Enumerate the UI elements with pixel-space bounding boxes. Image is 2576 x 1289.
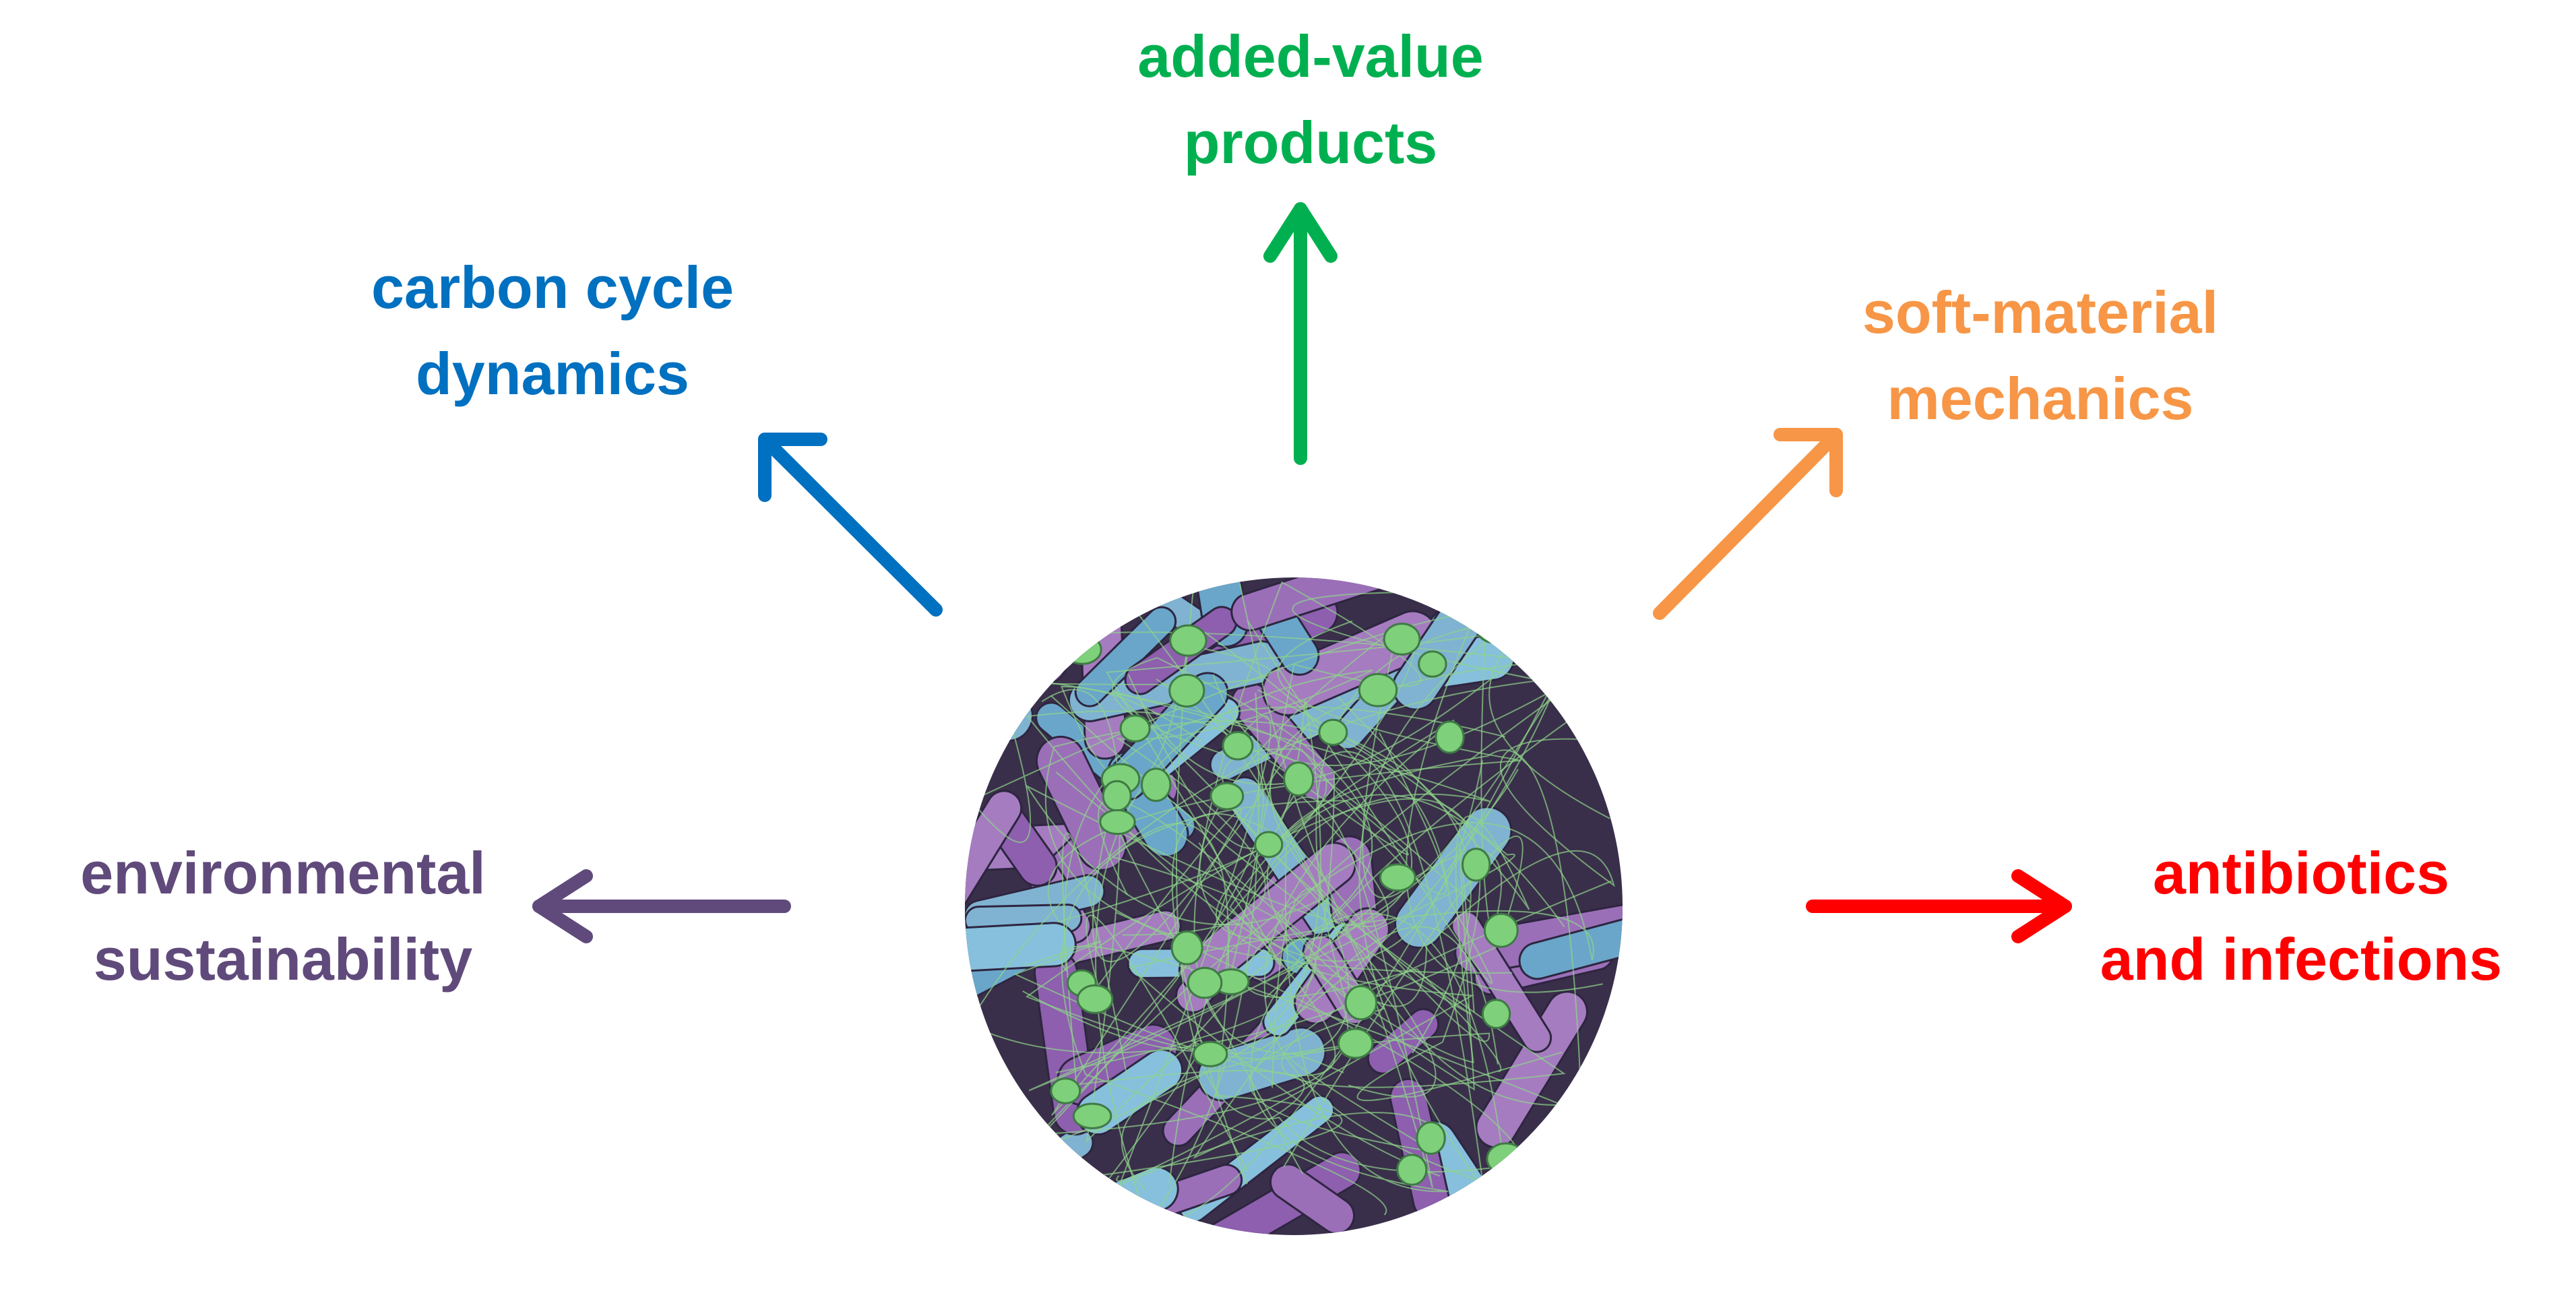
filament	[1092, 722, 1472, 1174]
coccus	[1168, 673, 1205, 708]
arrow-added-value	[1263, 202, 1338, 465]
coccus	[1481, 999, 1511, 1030]
bacterium-rod	[965, 790, 1023, 957]
coccus	[1461, 848, 1491, 882]
filament	[1203, 631, 1571, 1209]
label-antibiotics-and-infections: antibiotics and infections	[2100, 830, 2503, 1003]
coccus	[1254, 831, 1284, 858]
filament	[1013, 794, 1565, 1076]
label-line: carbon cycle	[371, 254, 734, 321]
label-line: and infections	[2100, 926, 2503, 993]
filament	[970, 605, 1610, 843]
bacterium-rod	[965, 1127, 1094, 1235]
coccus	[1119, 714, 1151, 743]
coccus	[1383, 623, 1421, 656]
coccus	[1476, 617, 1513, 644]
coccus	[1318, 718, 1348, 746]
coccus	[1435, 720, 1465, 754]
label-line: added-value	[1137, 23, 1484, 90]
filament	[1028, 689, 1519, 1092]
filament	[1121, 813, 1490, 1191]
filament	[1250, 591, 1609, 1193]
coccus	[1418, 650, 1447, 678]
coccus	[1483, 912, 1519, 948]
coccus	[1337, 1028, 1374, 1059]
bacterium-rod	[1269, 1163, 1356, 1234]
filament	[1266, 749, 1581, 1091]
coccus	[1140, 767, 1172, 803]
filament	[1026, 710, 1484, 1135]
biofilm-image	[965, 577, 1623, 1235]
coccus	[1050, 1077, 1081, 1104]
coccus	[1416, 1121, 1446, 1155]
coccus	[1169, 624, 1207, 657]
filament	[1031, 823, 1343, 1185]
filament	[967, 674, 1585, 1168]
label-added-value-products: added-value products	[1137, 13, 1483, 186]
bacterium-rod	[973, 1133, 1059, 1235]
filament	[1060, 584, 1563, 1106]
filament	[1222, 732, 1612, 1088]
coccus	[1396, 1154, 1428, 1186]
arrow-soft-material	[1653, 428, 1843, 620]
arrow-environmental	[532, 869, 791, 943]
label-line: soft-material	[1862, 279, 2219, 346]
coccus	[1099, 809, 1136, 836]
coccus	[1062, 634, 1102, 665]
coccus	[1358, 672, 1398, 708]
bacterium-rod	[1031, 577, 1119, 631]
label-soft-material-mechanics: soft-material mechanics	[1862, 270, 2218, 442]
label-environmental-sustainability: environmental sustainability	[80, 830, 485, 1003]
arrow-antibiotics	[1806, 869, 2072, 943]
label-line: environmental	[80, 840, 486, 906]
filament	[1034, 620, 1521, 922]
filament	[1212, 651, 1619, 1073]
bacterium-rod	[965, 922, 1077, 975]
bacterium-rod	[1230, 577, 1422, 632]
filament	[1051, 638, 1414, 1172]
coccus	[1072, 1102, 1112, 1129]
bacterium-rod	[965, 1143, 1032, 1235]
coccus	[1210, 782, 1245, 811]
coccus	[1076, 984, 1114, 1014]
label-line: mechanics	[1887, 365, 2194, 432]
label-line: dynamics	[416, 340, 689, 407]
filament	[1116, 586, 1617, 1182]
bacterium-rod	[1475, 991, 1588, 1149]
label-line: antibiotics	[2152, 840, 2450, 906]
filament	[1041, 689, 1430, 1196]
bacterium-rod	[1480, 1167, 1619, 1235]
coccus	[1102, 780, 1132, 812]
filament	[1271, 751, 1485, 1192]
filament	[1276, 738, 1615, 1007]
bacterium-rod	[1451, 910, 1552, 1053]
coccus	[1486, 1142, 1526, 1176]
filament	[1025, 614, 1563, 1102]
filament	[1095, 669, 1373, 1211]
filament	[1044, 620, 1513, 984]
label-line: sustainability	[93, 926, 473, 993]
label-line: products	[1183, 109, 1438, 176]
coccus	[1283, 761, 1315, 797]
label-carbon-cycle-dynamics: carbon cycle dynamics	[371, 245, 734, 417]
filament	[1061, 832, 1499, 1159]
coccus	[1187, 966, 1223, 999]
coccus	[1344, 984, 1378, 1021]
bacterium-rod	[1518, 905, 1623, 980]
arrow-carbon-cycle	[758, 433, 943, 617]
bacterium-rod	[1521, 577, 1612, 646]
coccus	[1192, 1040, 1228, 1067]
coccus	[1170, 930, 1203, 966]
filament	[1190, 577, 1592, 1229]
coccus	[1379, 863, 1416, 892]
coccus	[1222, 730, 1254, 761]
